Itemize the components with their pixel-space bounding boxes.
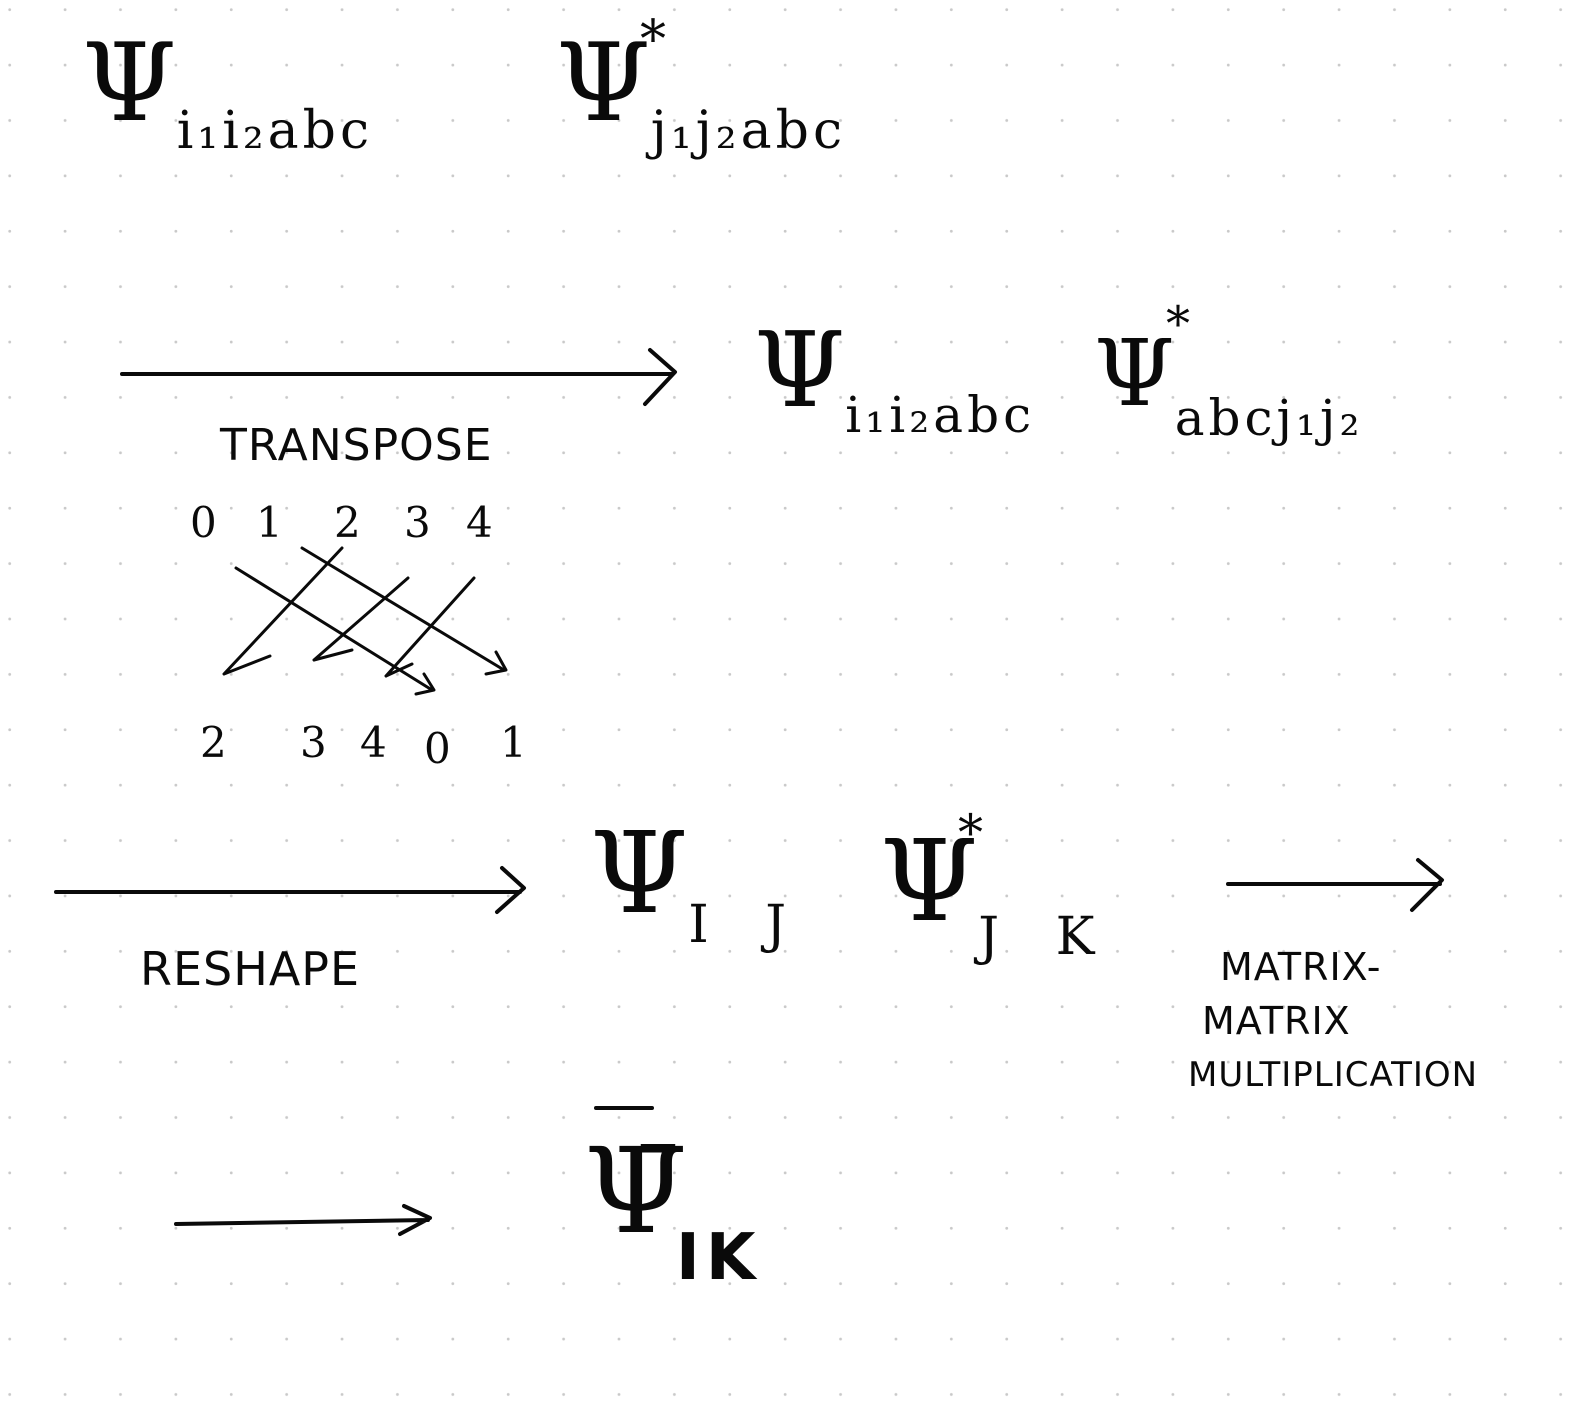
matmul-label-line2: MATRIX: [1202, 999, 1351, 1043]
perm-bottom-3: 0: [424, 724, 451, 773]
reshaped-psi-conjugate: ΨJ K: [880, 817, 1115, 967]
transposed-conjugate-star: *: [1166, 296, 1190, 352]
initial-psi-conjugate-indices: j₁j₂abc: [650, 101, 847, 161]
permutation-lines: [222, 546, 508, 696]
perm-bottom-2: 4: [360, 718, 387, 767]
reshaped-conjugate-star: *: [958, 804, 983, 862]
reshaped-psi-indices: I J: [688, 895, 807, 955]
perm-bottom-0: 2: [200, 718, 227, 767]
reshape-label: RESHAPE: [140, 942, 361, 996]
reshape-arrow: [54, 866, 526, 914]
reshaped-psi: ΨI J: [590, 809, 807, 955]
transpose-label: TRANSPOSE: [220, 420, 493, 471]
transpose-arrow: [120, 348, 677, 406]
transposed-psi-conjugate: Ψabcj₁j₂: [1094, 320, 1364, 447]
matmul-arrow: [1226, 858, 1444, 912]
perm-top-2: 2: [334, 498, 361, 547]
transposed-psi: Ψi₁i₂abc: [754, 309, 1036, 444]
matmul-label-line3: MULTIPLICATION: [1188, 1055, 1479, 1095]
initial-conjugate-star: *: [640, 10, 666, 70]
perm-bottom-1: 3: [300, 718, 327, 767]
initial-psi-indices: i₁i₂abc: [176, 101, 374, 161]
perm-top-4: 4: [466, 498, 493, 547]
result-psi-bar: Ψ̄: [584, 1122, 688, 1260]
result-indices: IK: [676, 1221, 762, 1295]
reshaped-psi-conjugate-indices: J K: [978, 907, 1115, 967]
result-arrow: [174, 1204, 432, 1236]
transposed-psi-indices: i₁i₂abc: [845, 386, 1036, 444]
perm-bottom-4: 1: [500, 718, 527, 767]
transposed-psi-conjugate-indices: abcj₁j₂: [1174, 389, 1364, 447]
matmul-label-line1: MATRIX-: [1220, 945, 1382, 989]
initial-psi: Ψi₁i₂abc: [82, 21, 374, 161]
perm-top-1: 1: [256, 498, 283, 547]
perm-top-3: 3: [404, 498, 431, 547]
perm-top-0: 0: [190, 498, 217, 547]
initial-psi-conjugate: Ψj₁j₂abc: [556, 21, 847, 161]
